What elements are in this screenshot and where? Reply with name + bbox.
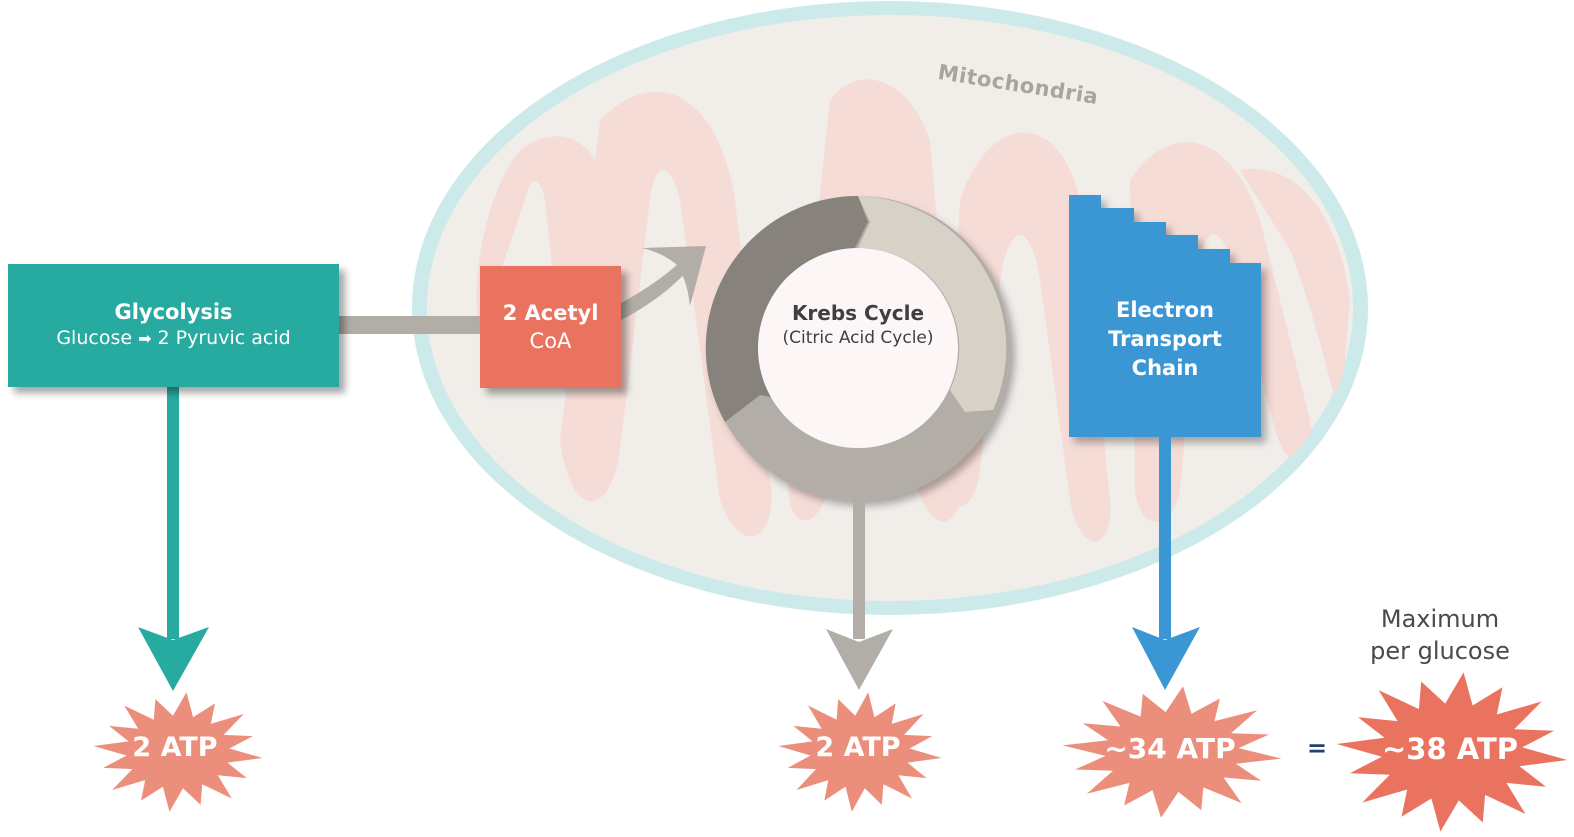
arrow-etc-down <box>1132 437 1200 690</box>
etc-atp-burst <box>1062 686 1282 818</box>
krebs-cycle-ring <box>705 195 1010 500</box>
etc-box <box>1069 195 1261 437</box>
glycolysis-title: Glycolysis <box>114 300 233 324</box>
glycolysis-atp-burst <box>93 692 263 812</box>
acetyl-coa-line2: CoA <box>529 329 572 353</box>
etc-line1: Electron <box>1115 298 1214 322</box>
equals-sign: = <box>1306 734 1328 762</box>
glycolysis-subtitle: Glucose ➡ 2 Pyruvic acid <box>56 325 290 352</box>
pyruvic-acid-label: 2 Pyruvic acid <box>157 327 291 349</box>
maximum-caption-line2: per glucose <box>1370 637 1510 665</box>
krebs-cycle-label: Krebs Cycle (Citric Acid Cycle) <box>758 300 958 350</box>
connector-glycolysis-to-acetyl <box>339 316 481 334</box>
total-atp-label: ~38 ATP <box>1382 732 1518 766</box>
krebs-segment-light <box>858 196 1007 412</box>
total-atp-burst <box>1336 672 1568 832</box>
glucose-label: Glucose <box>56 327 133 349</box>
krebs-subtitle: (Citric Acid Cycle) <box>782 328 934 348</box>
right-arrow-icon: ➡ <box>138 329 152 348</box>
acetyl-coa-line1: 2 Acetyl <box>502 301 599 325</box>
glycolysis-atp-label: 2 ATP <box>132 732 218 763</box>
etc-line3: Chain <box>1131 356 1199 380</box>
etc-atp-label: ~34 ATP <box>1104 732 1236 765</box>
krebs-title: Krebs Cycle <box>791 301 925 325</box>
curved-arrow-acetyl-to-krebs <box>621 246 706 320</box>
arrow-glycolysis-down <box>138 387 209 691</box>
krebs-atp-burst <box>778 692 942 812</box>
etc-line2: Transport <box>1108 327 1222 351</box>
maximum-caption-line1: Maximum <box>1380 605 1500 633</box>
krebs-atp-label: 2 ATP <box>815 732 901 763</box>
etc-label: Electron Transport Chain <box>1069 296 1261 383</box>
acetyl-coa-box: 2 Acetyl CoA <box>480 266 621 388</box>
krebs-segment-dark <box>705 195 868 422</box>
glycolysis-box: Glycolysis Glucose ➡ 2 Pyruvic acid <box>8 264 339 387</box>
maximum-caption: Maximum per glucose <box>1340 603 1540 667</box>
arrow-krebs-down <box>826 492 893 690</box>
krebs-center <box>758 248 958 448</box>
